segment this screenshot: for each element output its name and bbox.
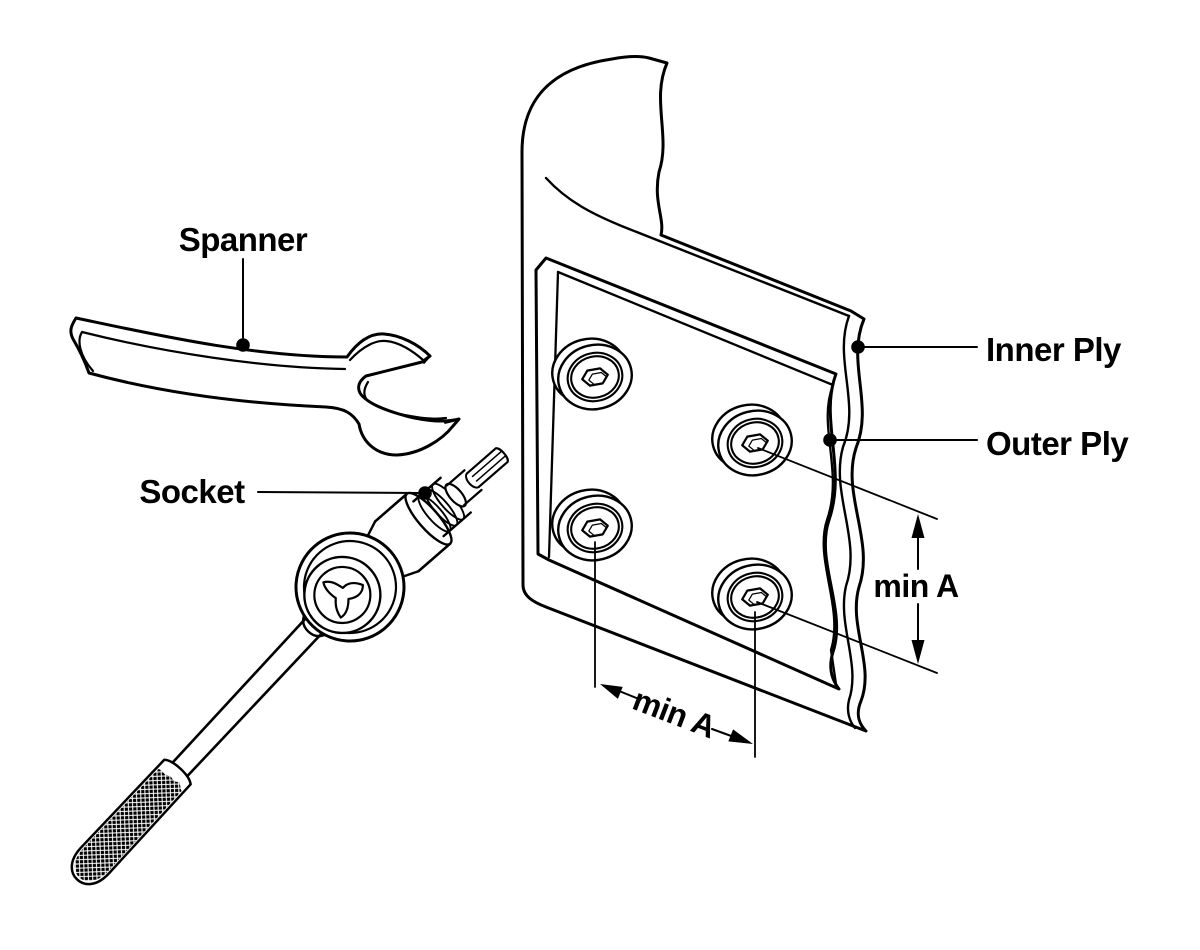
tri-lobe-recess <box>322 580 364 619</box>
arrowhead-right <box>728 729 753 744</box>
inner-ply-leader-dot <box>851 340 865 354</box>
spanner-drawing <box>69 316 461 457</box>
min-a-vertical-label: min A <box>873 568 959 604</box>
inner-ply-bend-line <box>544 176 851 318</box>
driver-hex-bit <box>466 447 509 488</box>
driver-head-group <box>294 447 509 643</box>
leader-lines <box>236 258 978 500</box>
min-a-horizontal-label: min A <box>628 681 721 745</box>
inner-ply-label: Inner Ply <box>986 331 1122 368</box>
driver-grip-knurl <box>74 769 182 882</box>
dimension-annotations <box>594 447 938 758</box>
outer-ply-break-edge <box>822 383 838 686</box>
spanner-label: Spanner <box>179 221 308 258</box>
socket-driver-drawing <box>70 447 509 886</box>
inner-ply-break-edge <box>838 314 857 730</box>
socket-label: Socket <box>139 473 245 510</box>
outer-ply-label: Outer Ply <box>986 425 1129 462</box>
driver-handle-group <box>70 608 332 886</box>
socket-leader-dot <box>418 486 432 500</box>
arrowhead-left <box>600 684 623 699</box>
outer-ply-leader-dot <box>823 433 837 447</box>
spanner-leader-dot <box>236 338 250 352</box>
arrowhead-down <box>911 640 925 664</box>
arrowhead-up <box>911 514 925 538</box>
